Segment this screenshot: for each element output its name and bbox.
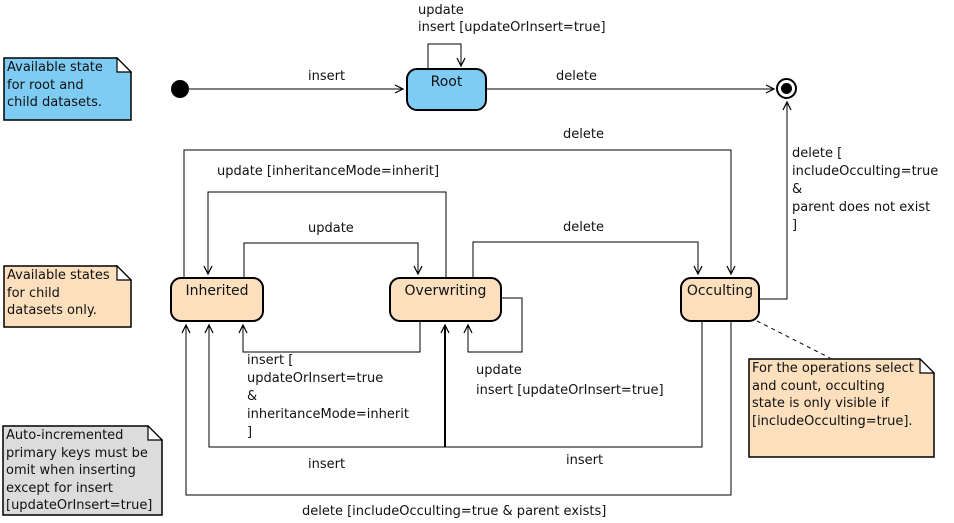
state-inherited: Inherited [170, 277, 264, 322]
state-overwriting-label: Overwriting [404, 283, 487, 299]
note-shape [3, 265, 132, 328]
label-delete-inherited-occulting: delete [563, 127, 604, 142]
transition-occulting-to-final-delete [760, 102, 787, 300]
state-occulting-label: Occulting [686, 283, 754, 299]
label-delete-occulting-final: delete [ includeOcculting=true & parent … [792, 146, 939, 233]
label-delete-overwriting-occulting: delete [563, 220, 604, 235]
transition-inherited-to-occulting-delete [183, 149, 731, 277]
state-root: Root [406, 68, 487, 111]
label-delete-root-final: delete [556, 69, 597, 84]
note-root-availability: Available state for root and child datas… [3, 57, 132, 121]
transition-overwriting-to-inherited-insert [243, 321, 421, 353]
label-insert-overwriting-inherited: insert [ updateOrInsert=true & inheritan… [247, 353, 409, 440]
state-overwriting: Overwriting [389, 277, 502, 322]
label-root-self: update insert [updateOrInsert=true] [418, 3, 606, 35]
transition-overwriting-self [468, 297, 523, 353]
note-occulting-visibility: For the operations select and count, occ… [748, 358, 935, 458]
transition-overwriting-to-inherited-update [208, 191, 447, 277]
label-insert-initial: insert [308, 69, 346, 84]
transition-inherited-to-overwriting-update [243, 242, 418, 277]
transition-occulting-to-inherited-delete [186, 321, 732, 496]
note-autoincrement: Auto-incremented primary keys must be om… [2, 425, 163, 516]
state-occulting: Occulting [680, 277, 760, 322]
transition-occulting-to-inherited-insert [209, 321, 703, 448]
note-autoincrement-text: Auto-incremented primary keys must be om… [6, 428, 153, 513]
final-state-inner-dot [781, 83, 792, 94]
label-update-inheritance-mode: update [inheritanceMode=inherit] [217, 164, 440, 179]
initial-state-dot [171, 80, 189, 98]
final-state [776, 78, 797, 99]
label-insert-occulting-overwriting: insert [566, 453, 604, 468]
label-overwriting-self: update insert [updateOrInsert=true] [476, 363, 664, 398]
transition-root-self [427, 43, 461, 68]
note-child-availability-text: Available states for child datasets only… [7, 268, 110, 318]
label-insert-occulting-inherited: insert [308, 457, 346, 472]
note-occulting-visibility-text: For the operations select and count, occ… [752, 361, 914, 429]
note-child-availability: Available states for child datasets only… [3, 265, 132, 328]
label-update-inherited-overwriting: update [308, 221, 354, 236]
note-connector-occulting [756, 320, 831, 359]
note-root-availability-text: Available state for root and child datas… [7, 60, 103, 110]
note-shape [748, 358, 935, 458]
state-root-label: Root [430, 74, 463, 90]
transition-overwriting-to-occulting-delete [472, 241, 698, 277]
note-shape [2, 425, 163, 516]
state-inherited-label: Inherited [185, 283, 249, 299]
note-shape [3, 57, 132, 121]
label-delete-parent-exists: delete [includeOcculting=true & parent e… [302, 504, 607, 519]
